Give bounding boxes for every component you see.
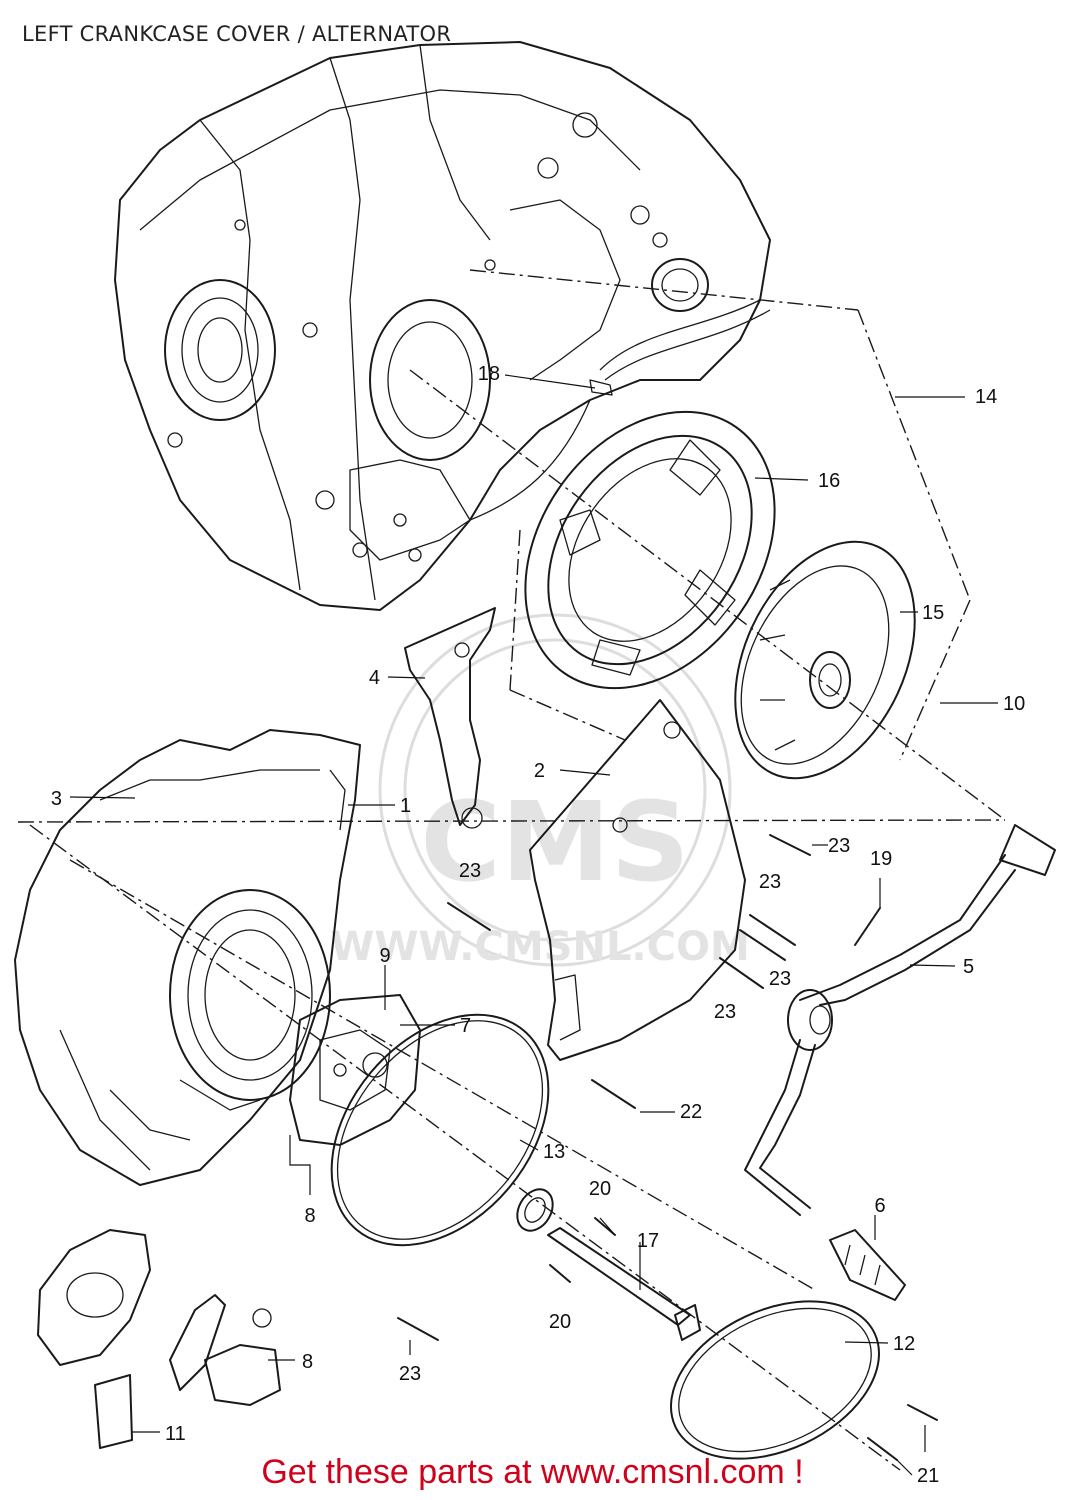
crankcase-cover-drawing (14, 729, 361, 1186)
bolt-and-cap-drawing (516, 1188, 880, 1460)
callout-13: 13 (543, 1141, 565, 1163)
callout-19: 19 (870, 848, 892, 870)
rotor-drawing (734, 540, 916, 780)
gasket-drawing (330, 1013, 550, 1247)
callout-3: 3 (51, 788, 62, 810)
bracket-drawing (404, 607, 496, 829)
callout-17: 17 (637, 1230, 659, 1252)
callout-14: 14 (975, 386, 997, 408)
callout-20-a: 20 (589, 1178, 611, 1200)
kick-lever-drawing (744, 824, 1056, 1216)
callout-1: 1 (400, 795, 411, 817)
callout-20-b: 20 (549, 1311, 571, 1333)
callout-10: 10 (1003, 693, 1025, 715)
callout-12: 12 (893, 1333, 915, 1355)
stator-drawing (524, 410, 776, 690)
callout-8-a: 8 (304, 1205, 315, 1227)
watermark-brand: CMS (420, 778, 689, 906)
kick-rubber-drawing (829, 1229, 906, 1301)
callout-8-b: 8 (302, 1351, 313, 1373)
callout-23-a: 23 (828, 835, 850, 857)
assembly-lines (17, 269, 1006, 1471)
callout-18: 18 (478, 363, 500, 385)
wiring-drawing (469, 299, 771, 521)
callout-5: 5 (963, 956, 974, 978)
callout-6: 6 (874, 1195, 885, 1217)
leader-lines (69, 374, 998, 1476)
callouts: 18 14 16 15 10 4 2 3 1 23 19 23 23 23 5 … (51, 363, 1025, 1487)
callout-22: 22 (680, 1101, 702, 1123)
callout-23-f: 23 (399, 1363, 421, 1385)
callout-23-d: 23 (769, 968, 791, 990)
callout-21: 21 (917, 1465, 939, 1487)
watermark-url: WWW.CMSNL.COM (330, 924, 750, 970)
contact-breaker-drawing (37, 1229, 281, 1449)
callout-23-c: 23 (759, 871, 781, 893)
page-title: LEFT CRANKCASE COVER / ALTERNATOR (22, 22, 452, 46)
callout-4: 4 (369, 667, 380, 689)
crankcase-drawing (114, 41, 771, 611)
callout-9: 9 (379, 945, 390, 967)
callout-7: 7 (460, 1015, 471, 1037)
callout-15: 15 (922, 602, 944, 624)
callout-23-b: 23 (459, 860, 481, 882)
cover-plate-drawing (529, 699, 746, 1061)
callout-11: 11 (165, 1423, 186, 1445)
footer-shop-link[interactable]: Get these parts at www.cmsnl.com ! (261, 1453, 804, 1491)
callout-2: 2 (534, 760, 545, 782)
callout-23-e: 23 (714, 1001, 736, 1023)
watermark: CMS WWW.CMSNL.COM (330, 613, 750, 970)
callout-16: 16 (818, 470, 840, 492)
fasteners-drawing (397, 834, 938, 1461)
